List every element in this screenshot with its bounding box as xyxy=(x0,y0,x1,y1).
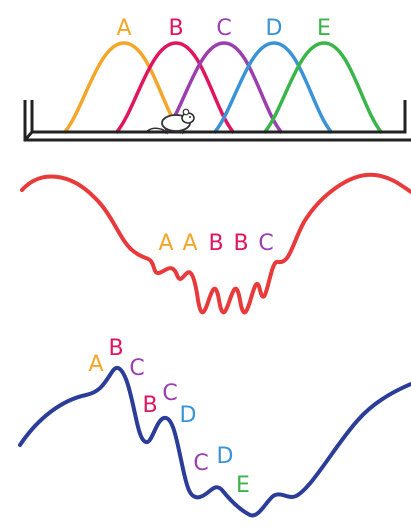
place-field-curve-e xyxy=(262,41,384,135)
place-field-label-b: B xyxy=(168,16,183,41)
blue-trace xyxy=(18,366,411,518)
place-field-panel: A B C D E xyxy=(23,16,411,142)
place-field-curve-c xyxy=(162,41,284,135)
place-field-label-d: D xyxy=(266,16,283,41)
place-field-curve-a xyxy=(62,41,184,135)
red-sequence-label-2: A xyxy=(182,231,197,256)
blue-sequence-label-3: C xyxy=(129,356,144,381)
red-sequence-label-1: A xyxy=(158,231,173,256)
place-field-label-c: C xyxy=(216,16,231,41)
track-edge-left xyxy=(23,131,34,141)
red-sequence-label-3: B xyxy=(208,231,223,256)
red-sequence-label-4: B xyxy=(233,231,248,256)
blue-sequence-label-1: A xyxy=(88,352,103,377)
blue-sequence-label-6: D xyxy=(180,403,197,428)
red-trace xyxy=(20,172,411,315)
blue-sequence-label-4: B xyxy=(142,393,157,418)
rat-icon xyxy=(146,108,195,135)
blue-sequence-label-8: D xyxy=(217,444,234,469)
blue-sequence-label-5: C xyxy=(162,381,177,406)
place-field-curve-d xyxy=(212,41,334,135)
blue-sequence-label-9: E xyxy=(236,473,250,498)
place-field-label-a: A xyxy=(116,16,131,41)
place-field-label-e: E xyxy=(317,16,331,41)
red-sequence-panel: A A B B C xyxy=(20,172,411,315)
blue-sequence-panel: A B C B C D C D E xyxy=(18,336,411,518)
track-outline xyxy=(30,100,407,134)
linear-track xyxy=(23,100,411,142)
place-field-curve-b xyxy=(114,41,236,135)
red-sequence-label-5: C xyxy=(258,231,273,256)
blue-sequence-label-2: B xyxy=(108,336,123,361)
blue-sequence-label-7: C xyxy=(193,451,208,476)
